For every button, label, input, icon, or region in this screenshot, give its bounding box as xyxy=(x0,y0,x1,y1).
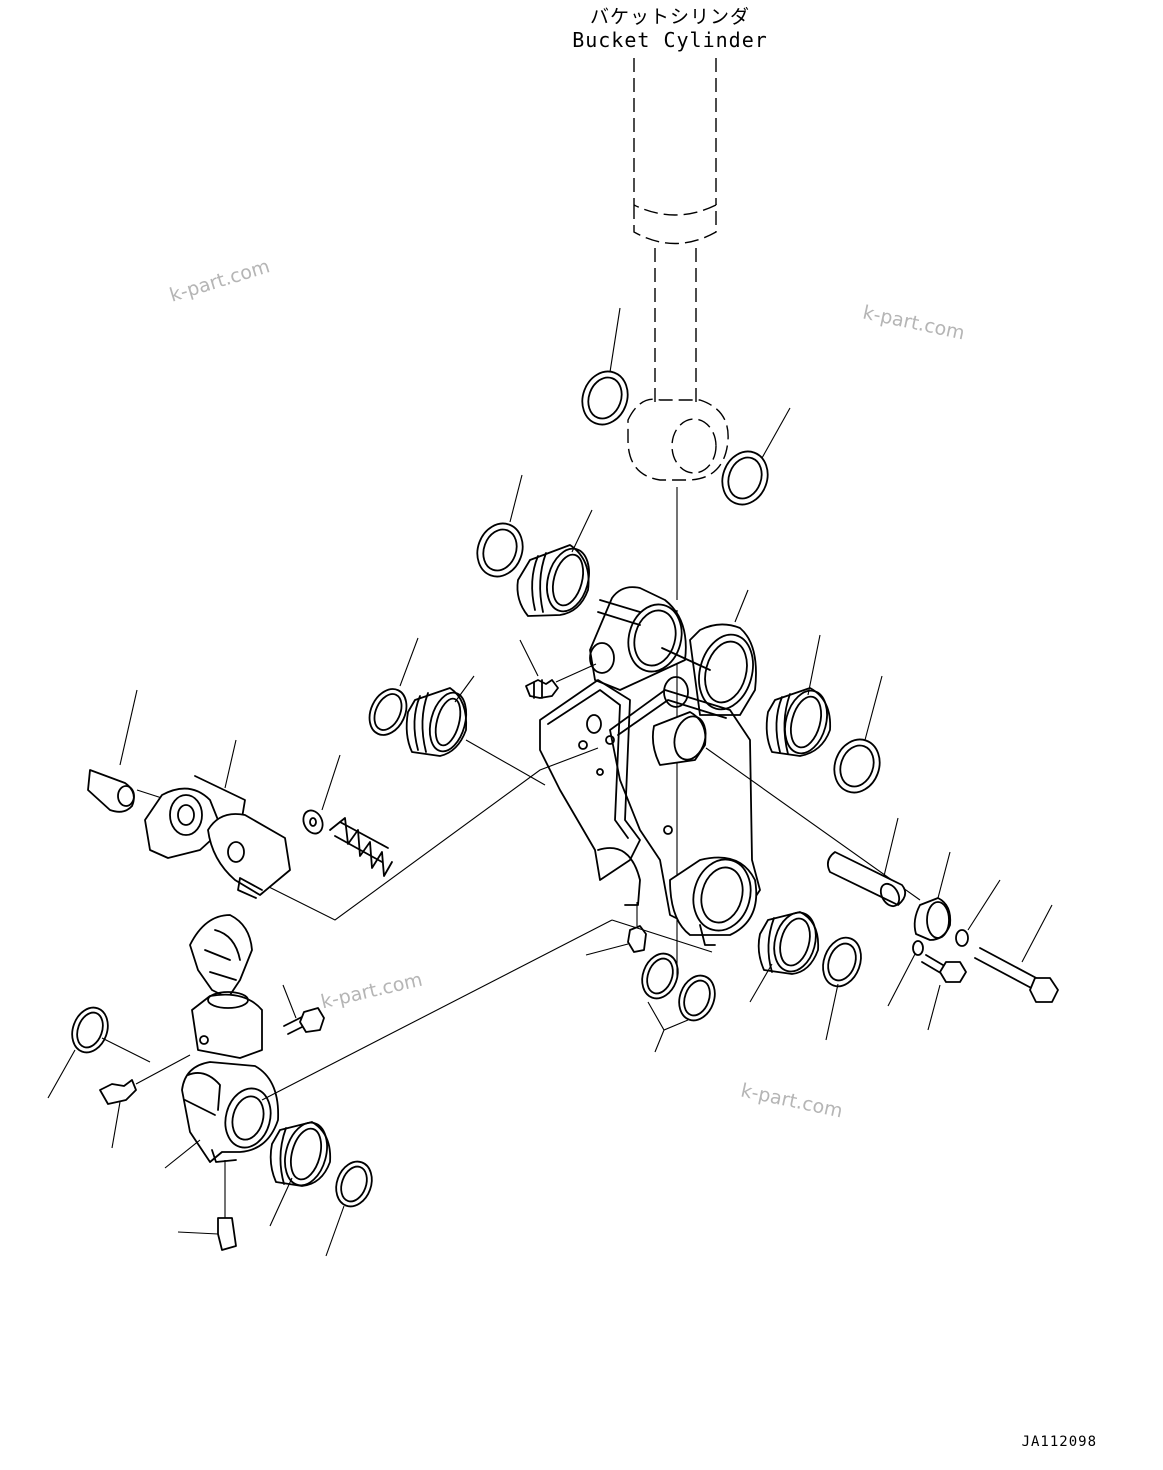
spacer-collar xyxy=(913,897,952,941)
bushing xyxy=(516,544,590,617)
seal-ring xyxy=(368,688,408,736)
seal-ring xyxy=(822,936,862,988)
leader-line xyxy=(47,1049,76,1099)
leader-line xyxy=(164,1139,201,1169)
coil-spring xyxy=(329,817,393,877)
seal-ring xyxy=(721,450,769,506)
leader-line xyxy=(825,983,839,1041)
pivot-bracket xyxy=(144,775,291,899)
small-pin xyxy=(87,769,135,813)
bushing xyxy=(269,1121,332,1187)
leader-line xyxy=(119,689,138,766)
cylinder-label-japanese: バケットシリンダ xyxy=(589,6,750,28)
seal-ring xyxy=(641,952,679,1000)
washer xyxy=(302,809,324,835)
grease-fitting xyxy=(99,1079,137,1105)
leader-line xyxy=(282,984,297,1019)
seal-ring xyxy=(581,370,629,426)
leader-line xyxy=(399,637,419,687)
seal-ring xyxy=(678,974,716,1022)
grease-fitting xyxy=(217,1217,237,1251)
leader-line xyxy=(749,963,773,1003)
leader-line xyxy=(585,943,629,956)
leader-line xyxy=(571,509,593,553)
leader-line xyxy=(647,1001,689,1053)
seal-ring xyxy=(476,522,524,578)
center-line xyxy=(261,919,613,1101)
seal-ring xyxy=(833,738,881,794)
leader-line xyxy=(887,953,916,1007)
leader-line xyxy=(519,639,539,677)
bucket-cylinder-phantom xyxy=(627,58,729,481)
washer xyxy=(955,929,969,947)
leader-line xyxy=(454,675,475,703)
leader-line xyxy=(883,817,899,877)
bushing xyxy=(405,687,468,757)
leader-line xyxy=(1021,904,1053,963)
washer xyxy=(912,940,924,956)
leader-line xyxy=(321,754,341,811)
seal-ring xyxy=(335,1160,373,1208)
bushing xyxy=(765,687,832,757)
bell-crank-link xyxy=(539,586,761,946)
rod-end-assembly xyxy=(181,914,280,1163)
leader-line xyxy=(177,1231,219,1235)
center-line xyxy=(254,747,599,921)
leader-line xyxy=(509,474,523,523)
hex-bolt xyxy=(283,1007,325,1035)
leader-line xyxy=(761,407,791,459)
pin xyxy=(826,851,907,908)
grease-fitting xyxy=(627,925,647,953)
seal-ring xyxy=(71,1006,109,1054)
leader-line xyxy=(269,1177,293,1227)
leader-line xyxy=(325,1205,345,1257)
center-line xyxy=(465,739,546,786)
leader-line xyxy=(224,739,237,789)
bushing xyxy=(757,911,820,975)
leader-line xyxy=(864,675,883,741)
leader-line xyxy=(937,851,951,899)
leader-line xyxy=(967,879,1001,931)
grease-fitting xyxy=(525,679,559,699)
center-line xyxy=(101,1037,151,1063)
leader-line xyxy=(555,663,597,683)
leader-line xyxy=(734,589,749,623)
leader-line xyxy=(927,984,941,1031)
center-line xyxy=(135,1054,191,1085)
center-line xyxy=(611,902,713,953)
leader-line xyxy=(111,1101,121,1149)
hex-bolt xyxy=(974,947,1059,1003)
drawing-code: JA112098 xyxy=(1021,1434,1097,1450)
leader-line xyxy=(609,307,621,373)
cylinder-label-english: Bucket Cylinder xyxy=(572,28,768,52)
leader-line xyxy=(807,634,821,696)
hex-bolt xyxy=(921,954,967,983)
